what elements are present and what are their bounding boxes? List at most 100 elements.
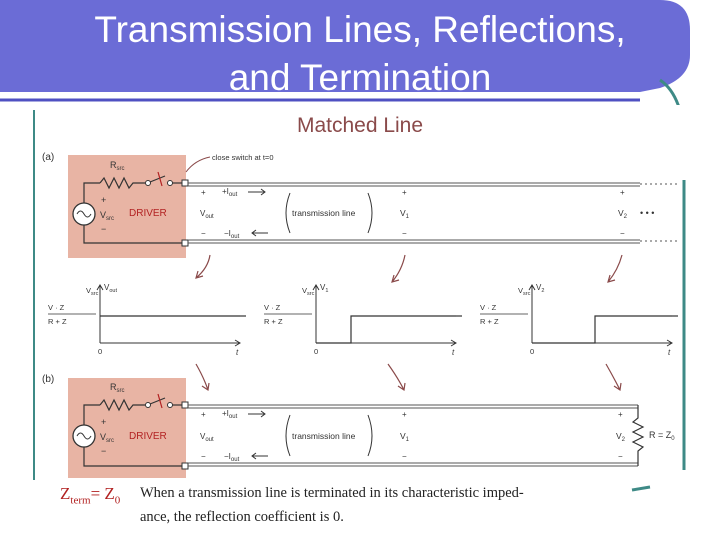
v2-b-main: V: [616, 431, 622, 441]
switch-b-marker: [157, 393, 163, 409]
plot-1-zero: 0: [98, 347, 102, 356]
line-a-brace-right: [367, 192, 373, 234]
v1-a: V1: [400, 208, 410, 220]
plot-3-y-arrow: [528, 284, 536, 291]
switch-a-blade: [149, 175, 166, 183]
switch-b-left: [145, 402, 151, 408]
arrow-a-to-plot2: [391, 254, 406, 283]
panel-a-label: (a): [42, 152, 54, 163]
driver-b-bottom-wire: [83, 447, 182, 467]
line-label-b: transmission line: [292, 431, 356, 441]
plot-3-waveform: [532, 315, 672, 344]
terminal-b-bottom: [181, 462, 189, 470]
iout-bot-a-arrow: [251, 229, 268, 237]
v1-b-sub: 1: [406, 437, 410, 443]
a-v1-plus: +: [402, 188, 407, 197]
plot-2-vsrc: Vsrc: [302, 286, 315, 297]
rsrc-b-sub: src: [117, 388, 125, 394]
v2-a-main: V: [618, 208, 624, 218]
term-b-sub: 0: [671, 436, 675, 442]
plot-1-ylabel-sub: out: [109, 288, 117, 294]
switch-note-a: close switch at t=0: [212, 153, 274, 162]
driver-a-top-wire: [83, 182, 100, 203]
switch-note-arrow: [185, 156, 211, 173]
plot-2-denominator-main: R + Z: [264, 317, 283, 326]
vsrc-a: Vsrc: [100, 210, 114, 222]
vout-a-main: V: [200, 209, 206, 218]
iout-top-a-main: +I: [222, 187, 229, 196]
arrow-plot3-to-b: [605, 363, 622, 392]
plot-1-vsrc: Vsrc: [86, 286, 99, 297]
plot-3-t: t: [668, 348, 671, 357]
b-v1-plus: +: [402, 410, 407, 419]
v1-a-main: V: [400, 208, 406, 218]
a-plus-out: +: [201, 188, 206, 197]
driver-a-bottom-wire: [83, 225, 182, 244]
plot-2-x-arrow: [450, 339, 457, 347]
zterm-main: Z: [60, 484, 71, 503]
plot-2-numerator: V · Z: [264, 303, 281, 312]
a-v2-plus: +: [620, 188, 625, 197]
vsrc-b: Vsrc: [100, 432, 114, 444]
plot-3-ylabel-main: V: [536, 283, 542, 292]
title-line-2: and Termination: [228, 57, 492, 98]
plot-1-x-arrow: [234, 339, 241, 347]
zterm-eq: = Z: [90, 484, 115, 503]
v2-a: V2: [618, 208, 628, 220]
v2-a-sub: 2: [624, 214, 628, 220]
line-b-brace-right: [367, 414, 373, 457]
term-b-main: R = Z: [649, 430, 672, 440]
source-a-plus: +: [101, 195, 106, 205]
vsrc-a-sub: src: [106, 216, 114, 222]
rsrc-a-sub: src: [117, 166, 125, 172]
banner-shape: [0, 0, 690, 92]
caption-line-1: When a transmission line is terminated i…: [140, 485, 524, 501]
vout-b: Vout: [200, 432, 214, 443]
vsrc-b-main: V: [100, 432, 106, 442]
arrow-a-to-plot1: [195, 254, 211, 279]
plot-3-vsrc: Vsrc: [518, 286, 531, 297]
terminal-a-bottom: [181, 239, 189, 247]
rsrc-a-zigzag: [99, 176, 145, 190]
iout-bot-b: −Iout: [224, 452, 240, 463]
plot-2-vsrc-main: V: [302, 286, 307, 295]
rsrc-b-main: R: [110, 382, 117, 392]
vout-b-sub: out: [205, 437, 214, 443]
arrow-a-to-plot3: [607, 254, 623, 283]
v1-a-sub: 1: [406, 214, 410, 220]
b-plus-out: +: [201, 410, 206, 419]
b-v2-minus: −: [618, 452, 623, 461]
plot-2-zero: 0: [314, 347, 318, 356]
zterm-equation: Zterm= Z0: [60, 484, 120, 506]
vout-b-main: V: [200, 432, 206, 441]
line-a-brace-left: [285, 192, 291, 234]
plot-1-numerator-main: V · Z: [48, 303, 65, 312]
b-minus-out: −: [201, 452, 206, 461]
switch-a-marker: [157, 171, 163, 187]
rsrc-b-zigzag: [99, 398, 145, 412]
plot-1-ylabel: Vout: [104, 283, 117, 294]
driver-a-label: DRIVER: [129, 208, 167, 219]
rsrc-a: Rsrc: [110, 160, 125, 172]
iout-bot-b-sub: out: [231, 457, 240, 463]
vsrc-b-sub: src: [106, 438, 114, 444]
iout-top-b-arrow: [248, 410, 266, 418]
iout-bot-b-arrow: [251, 452, 268, 460]
banner-teal-curve: [659, 78, 680, 105]
bottom-teal-mark: [631, 485, 651, 492]
driver-b-top-wire: [83, 404, 100, 425]
plot-3-ylabel-sub: 2: [541, 288, 544, 294]
plot-1-numerator: V · Z: [48, 303, 65, 312]
iout-top-a-sub: out: [229, 192, 238, 198]
iout-top-a-arrow: [248, 188, 266, 196]
rsrc-a-main: R: [110, 160, 117, 170]
caption-line-2: ance, the reflection coefficient is 0.: [140, 509, 344, 525]
arrow-plot2-to-b: [387, 363, 406, 392]
plot-2-ylabel-main: V: [320, 283, 326, 292]
source-b-plus: +: [101, 417, 106, 427]
plot-2-waveform: [316, 315, 456, 344]
zterm-eq-sub: 0: [114, 494, 121, 507]
line-b-brace-left: [285, 414, 291, 457]
